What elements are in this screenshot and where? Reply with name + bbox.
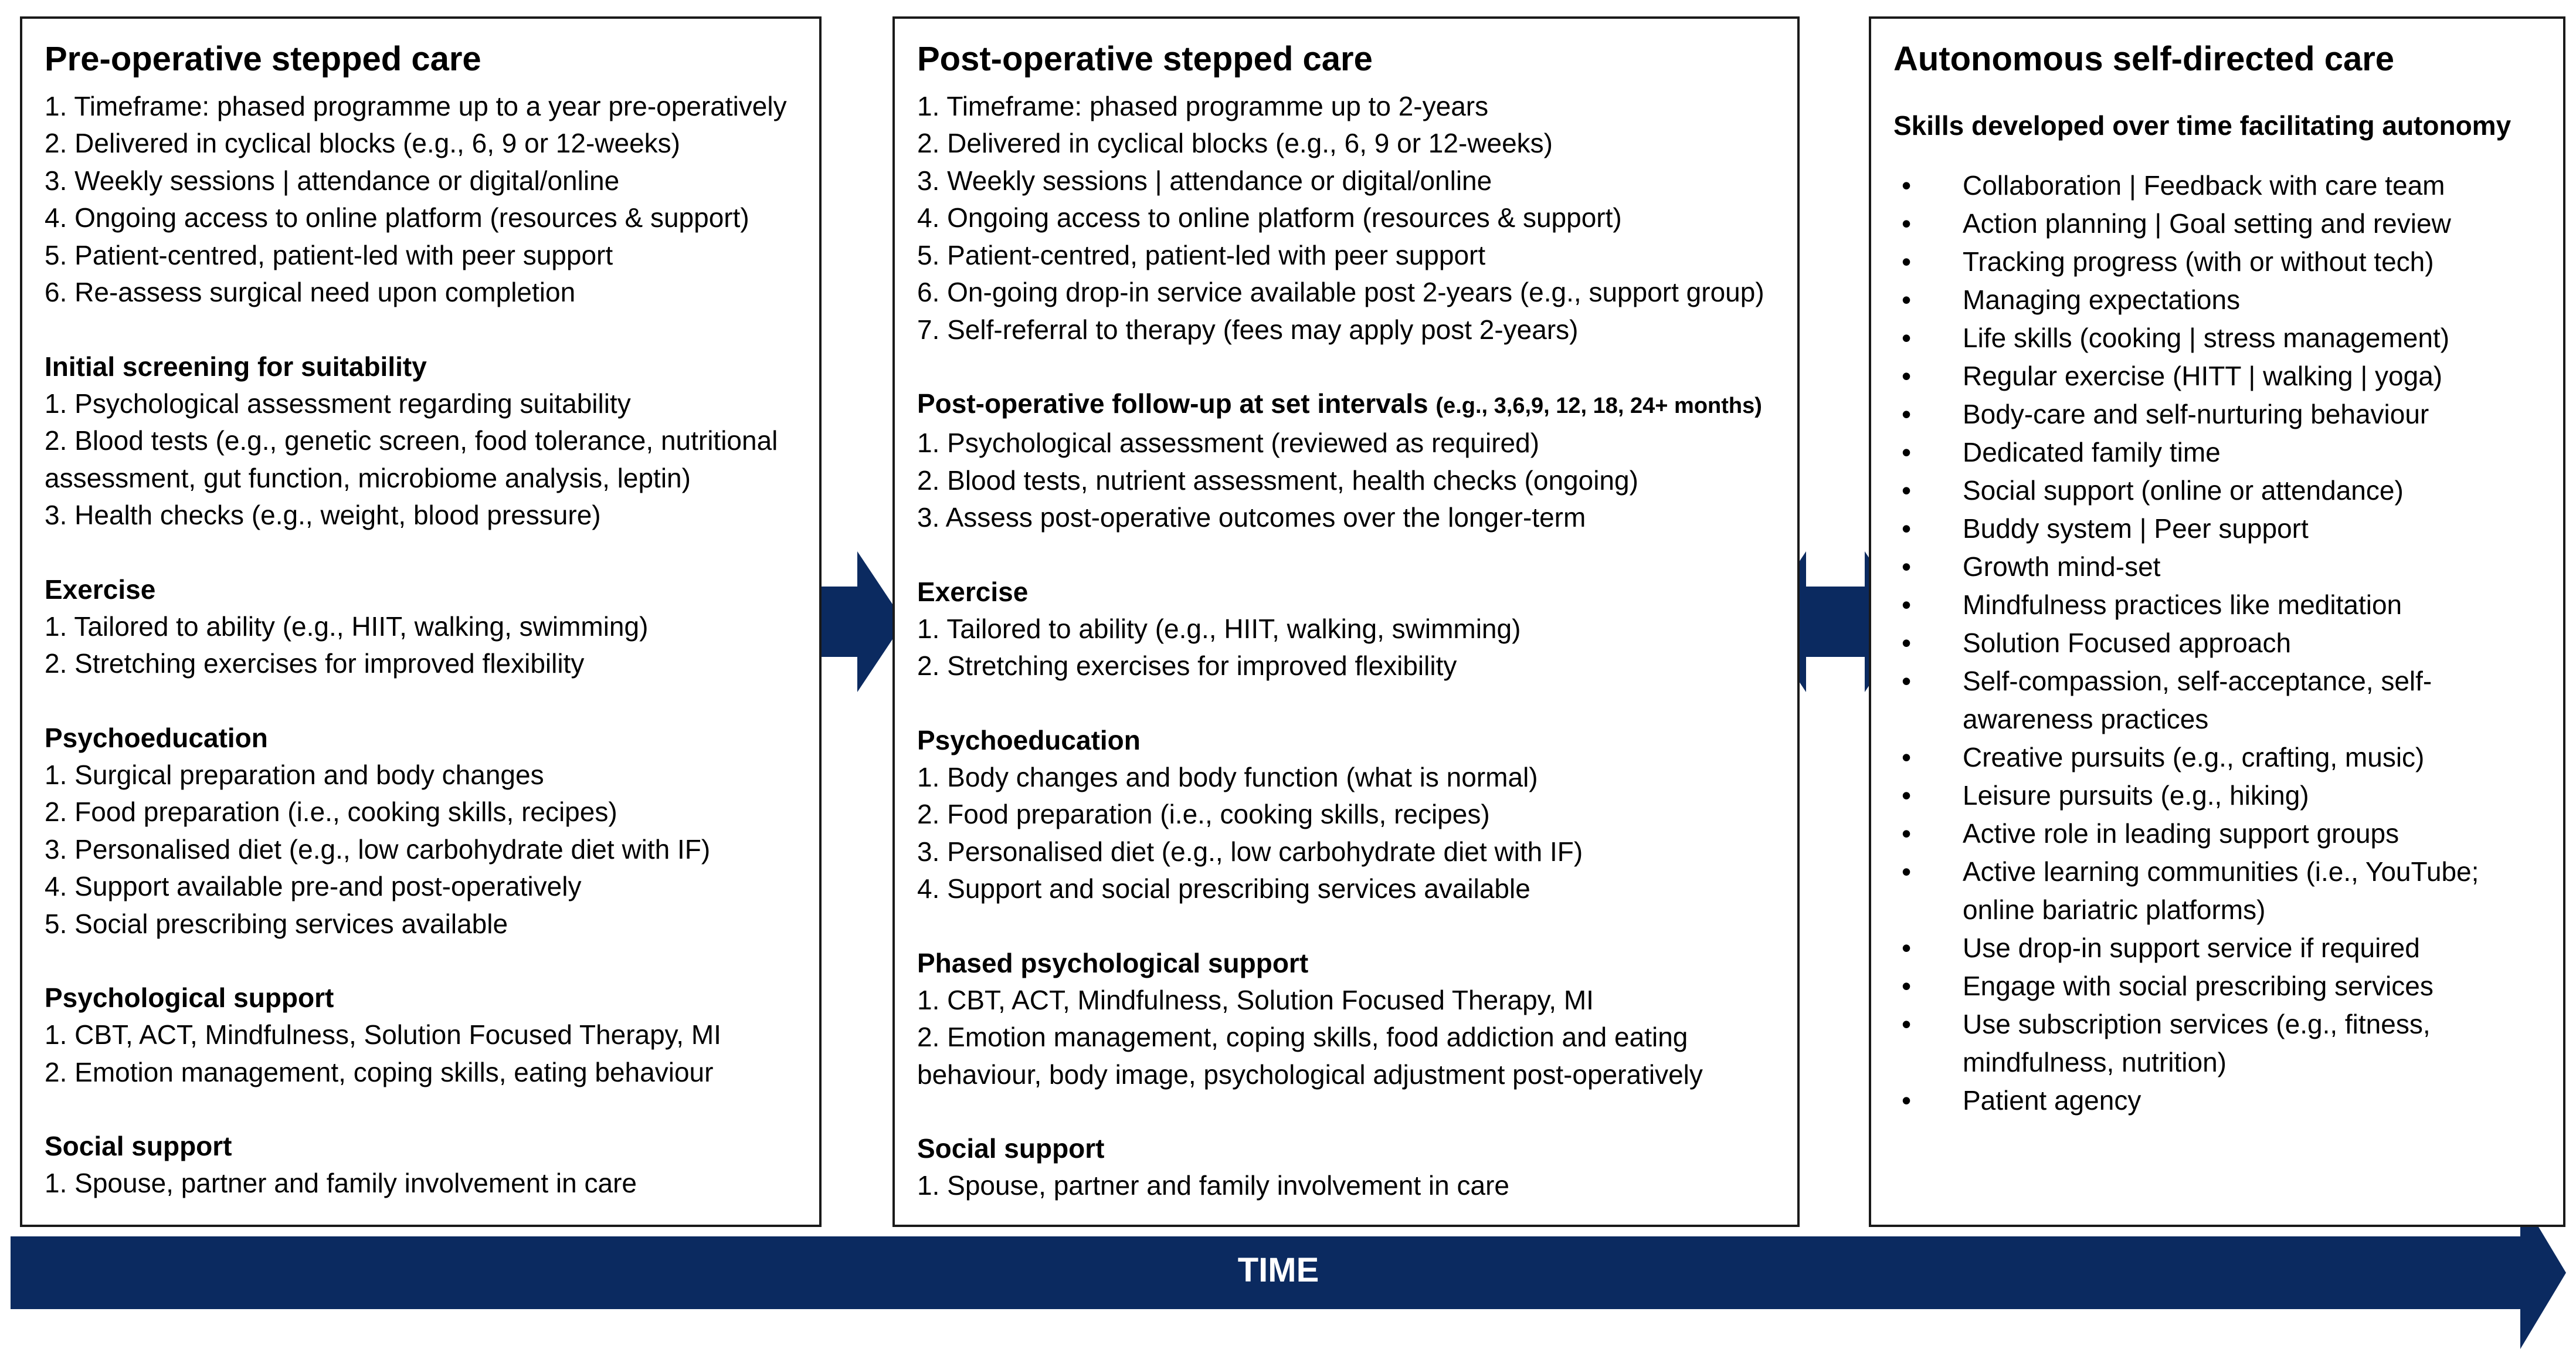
list-item: 2. Emotion management, coping skills, ea… [45,1056,714,1087]
list-item: 6. On-going drop-in service available po… [917,277,1764,308]
post-psychoeducation-list: 1. Body changes and body function (what … [917,759,1777,908]
post-followup-list: 1. Psychological assessment (reviewed as… [917,425,1777,537]
list-item: Active role in leading support groups [1902,815,2543,853]
list-item: Self-compassion, self-acceptance, self-a… [1902,662,2543,738]
list-item: Life skills (cooking | stress management… [1902,319,2543,357]
list-item: Social support (online or attendance) [1902,472,2543,510]
pre-operative-panel: Pre-operative stepped care 1. Timeframe:… [20,16,822,1227]
pre-screening-title: Initial screening for suitability [45,351,427,382]
list-item: Leisure pursuits (e.g., hiking) [1902,777,2543,815]
list-item: Active learning communities (i.e., YouTu… [1902,853,2543,929]
list-item: 1. Body changes and body function (what … [917,761,1538,792]
auto-skills-list: Collaboration | Feedback with care teamA… [1893,167,2543,1120]
list-item: 2. Blood tests (e.g., genetic screen, fo… [45,425,778,456]
list-item: 5. Patient-centred, patient-led with pee… [917,239,1486,270]
list-item: 4. Support and social prescribing servic… [917,873,1530,904]
post-intro-list: 1. Timeframe: phased programme up to 2-y… [917,88,1777,349]
list-item: 3. Personalised diet (e.g., low carbohyd… [45,833,711,865]
pre-screening-list: 1. Psychological assessment regarding su… [45,385,799,534]
list-item: Body-care and self-nurturing behaviour [1902,395,2543,433]
list-item: 2. Stretching exercises for improved fle… [45,648,585,679]
list-item: 4. Support available pre-and post-operat… [45,871,582,902]
auto-panel-title: Autonomous self-directed care [1893,40,2395,78]
list-item: 2. Blood tests, nutrient assessment, hea… [917,465,1638,496]
pre-exercise-title: Exercise [45,574,156,605]
list-item: Dedicated family time [1902,433,2543,472]
list-item: 1. Psychological assessment regarding su… [45,388,631,419]
post-psychological-list: 1. CBT, ACT, Mindfulness, Solution Focus… [917,982,1777,1094]
list-item: 1. Timeframe: phased programme up to a y… [45,90,787,121]
list-item: behaviour, body image, psychological adj… [917,1059,1703,1090]
list-item: Regular exercise (HITT | walking | yoga) [1902,357,2543,395]
post-panel-title: Post-operative stepped care [917,40,1373,78]
list-item: Action planning | Goal setting and revie… [1902,205,2543,243]
pre-psychological-title: Psychological support [45,982,334,1014]
list-item: assessment, gut function, microbiome ana… [45,462,691,493]
list-item: Use drop-in support service if required [1902,929,2543,967]
post-followup-title: Post-operative follow-up at set interval… [917,385,1777,425]
pre-panel-title: Pre-operative stepped care [45,40,481,78]
pre-exercise-list: 1. Tailored to ability (e.g., HIIT, walk… [45,608,799,683]
list-item: 2. Delivered in cyclical blocks (e.g., 6… [917,128,1553,159]
pre-psychoeducation-list: 1. Surgical preparation and body changes… [45,757,799,943]
list-item: 2. Delivered in cyclical blocks (e.g., 6… [45,128,680,159]
list-item: 7. Self-referral to therapy (fees may ap… [917,314,1579,345]
time-arrow-shape [11,1197,2566,1349]
list-item: 4. Ongoing access to online platform (re… [45,202,749,233]
post-exercise-list: 1. Tailored to ability (e.g., HIIT, walk… [917,611,1777,685]
post-followup-note: (e.g., 3,6,9, 12, 18, 24+ months) [1435,394,1762,419]
list-item: Engage with social prescribing services [1902,967,2543,1005]
list-item: 1. Timeframe: phased programme up to 2-y… [917,90,1489,121]
list-item: 2. Food preparation (i.e., cooking skill… [45,796,617,828]
time-label: TIME [1237,1251,1319,1289]
post-psychological-title: Phased psychological support [917,947,1309,978]
list-item: 1. Psychological assessment (reviewed as… [917,428,1540,459]
auto-subtitle: Skills developed over time facilitating … [1893,110,2511,141]
post-exercise-title: Exercise [917,576,1029,607]
list-item: Mindfulness practices like meditation [1902,586,2543,624]
autonomous-panel: Autonomous self-directed care Skills dev… [1869,16,2565,1227]
list-item: Patient agency [1902,1082,2543,1120]
list-item: Managing expectations [1902,281,2543,319]
list-item: 2. Emotion management, coping skills, fo… [917,1022,1688,1053]
list-item: 1. Spouse, partner and family involvemen… [917,1170,1509,1201]
pre-psychological-list: 1. CBT, ACT, Mindfulness, Solution Focus… [45,1016,799,1091]
list-item: 1. Surgical preparation and body changes [45,759,544,790]
pre-psychoeducation-title: Psychoeducation [45,722,268,753]
list-item: Growth mind-set [1902,548,2543,586]
list-item: Collaboration | Feedback with care team [1902,167,2543,205]
list-item: 1. CBT, ACT, Mindfulness, Solution Focus… [45,1019,721,1050]
list-item: 5. Patient-centred, patient-led with pee… [45,239,613,270]
list-item: 1. Tailored to ability (e.g., HIIT, walk… [45,611,649,642]
right-arrow-connector [816,551,904,692]
list-item: 3. Assess post-operative outcomes over t… [917,502,1586,533]
post-followup-title-text: Post-operative follow-up at set interval… [917,388,1428,419]
list-item: 2. Stretching exercises for improved fle… [917,650,1457,682]
pre-social-list: 1. Spouse, partner and family involvemen… [45,1165,799,1202]
post-psychoeducation-title: Psychoeducation [917,724,1141,755]
post-social-list: 1. Spouse, partner and family involvemen… [917,1167,1777,1205]
list-item: 3. Personalised diet (e.g., low carbohyd… [917,836,1583,867]
post-social-title: Social support [917,1133,1105,1164]
list-item: Creative pursuits (e.g., crafting, music… [1902,738,2543,777]
pre-intro-list: 1. Timeframe: phased programme up to a y… [45,88,799,311]
list-item: 1. Spouse, partner and family involvemen… [45,1168,637,1199]
list-item: 3. Weekly sessions | attendance or digit… [45,165,620,196]
list-item: 5. Social prescribing services available [45,908,508,939]
list-item: 2. Food preparation (i.e., cooking skill… [917,799,1490,830]
list-item: Use subscription services (e.g., fitness… [1902,1005,2543,1082]
list-item: Buddy system | Peer support [1902,510,2543,548]
list-item: 6. Re-assess surgical need upon completi… [45,277,576,308]
pre-social-title: Social support [45,1131,232,1162]
list-item: 3. Health checks (e.g., weight, blood pr… [45,500,601,531]
post-operative-panel: Post-operative stepped care 1. Timeframe… [892,16,1800,1227]
time-arrow [11,1197,2566,1349]
list-item: 1. Tailored to ability (e.g., HIIT, walk… [917,613,1521,644]
list-item: 4. Ongoing access to online platform (re… [917,202,1622,233]
list-item: Solution Focused approach [1902,624,2543,662]
list-item: Tracking progress (with or without tech) [1902,243,2543,281]
list-item: 1. CBT, ACT, Mindfulness, Solution Focus… [917,984,1594,1015]
list-item: 3. Weekly sessions | attendance or digit… [917,165,1492,196]
